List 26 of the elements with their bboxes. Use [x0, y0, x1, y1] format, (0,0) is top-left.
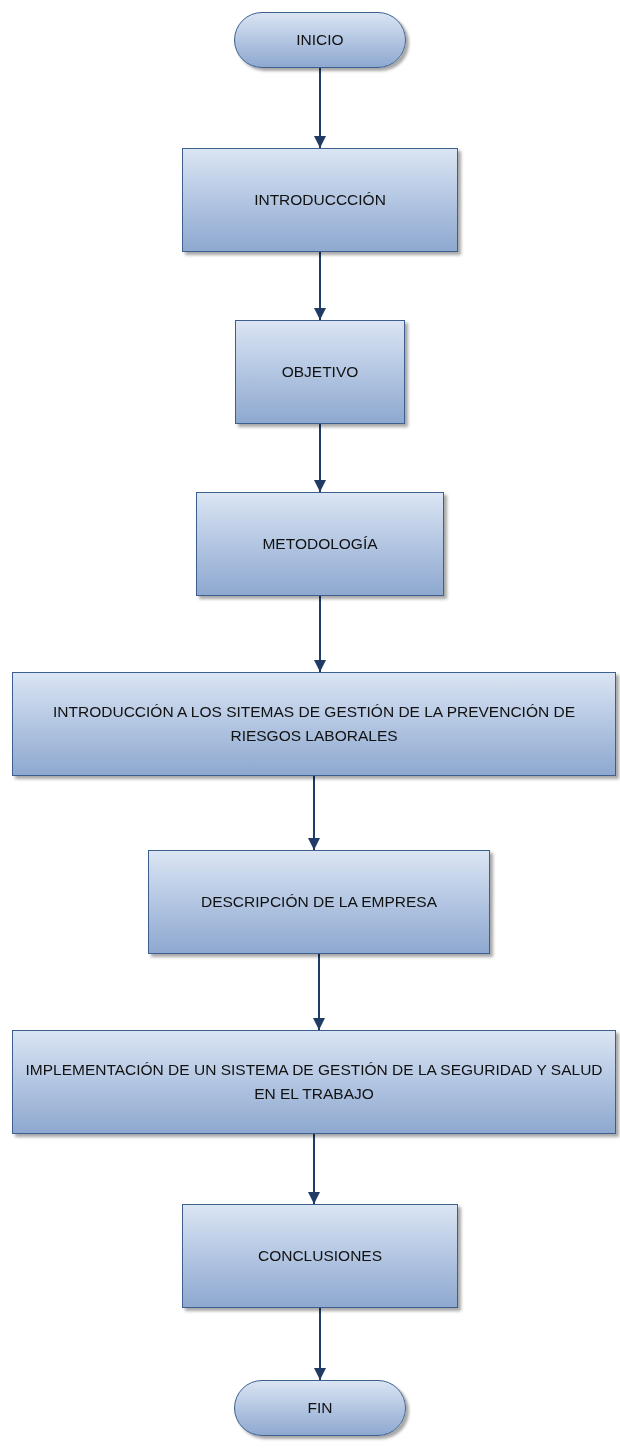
end-terminal — [234, 1380, 406, 1436]
node-label: FIN — [307, 1398, 333, 1418]
start-terminal — [234, 12, 406, 68]
node-label: OBJETIVO — [281, 362, 359, 382]
arrow — [313, 953, 325, 1031]
node-label: METODOLOGÍA — [262, 534, 378, 554]
arrow — [308, 775, 320, 851]
arrow — [314, 67, 326, 149]
arrow — [308, 1133, 320, 1205]
node-label: INTRODUCCCIÓN — [254, 190, 386, 210]
process-box — [235, 320, 405, 424]
arrow — [314, 1307, 326, 1381]
node-label: INTRODUCCIÓN A LOS SITEMAS DE GESTIÓN DE LA PREVENCIÓN DE RIESGOS LABORALES — [52, 702, 576, 746]
node-label: INICIO — [296, 30, 344, 50]
node-label: DESCRIPCIÓN DE LA EMPRESA — [201, 892, 437, 912]
arrow — [314, 595, 326, 673]
process-box — [12, 672, 616, 776]
node-label: CONCLUSIONES — [258, 1246, 382, 1266]
process-box — [196, 492, 444, 596]
node-label: IMPLEMENTACIÓN DE UN SISTEMA DE GESTIÓN DE LA SEGURIDAD Y SALUD EN EL TRABAJO — [24, 1060, 604, 1104]
process-box — [148, 850, 490, 954]
process-box — [182, 1204, 458, 1308]
process-box — [182, 148, 458, 252]
process-box — [12, 1030, 616, 1134]
arrow — [314, 251, 326, 321]
arrow — [314, 423, 326, 493]
